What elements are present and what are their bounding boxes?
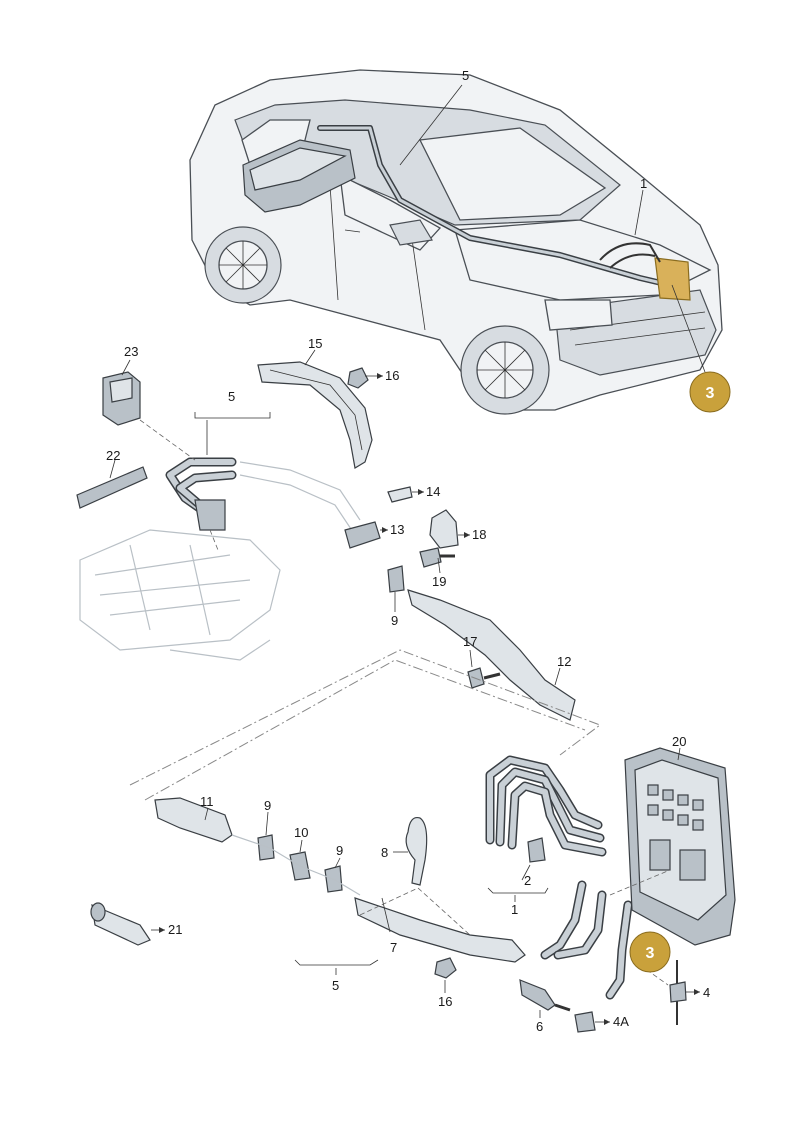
callout-3-upper[interactable]: 3: [689, 371, 731, 413]
part-6-bolt-bracket: [519, 979, 571, 1012]
label-part-16-top: 16: [385, 368, 399, 383]
label-part-19: 19: [432, 574, 446, 589]
callout-3-lower-text: 3: [646, 945, 655, 962]
assembly-envelope: [129, 649, 602, 786]
label-part-8: 8: [381, 845, 388, 860]
label-part-21: 21: [168, 922, 182, 937]
hose-assembly-1: [485, 755, 607, 857]
callout-3-upper-text: 3: [706, 385, 715, 402]
floor-section-ghost: [79, 529, 281, 661]
label-part-5-mid: 5: [228, 389, 235, 404]
label-part-23: 23: [124, 344, 138, 359]
part-16-nut-upper: [347, 367, 369, 389]
label-part-6: 6: [536, 1019, 543, 1034]
part-8-strap: [405, 816, 428, 886]
label-part-5-top: 5: [462, 68, 469, 83]
label-part-9-left: 9: [264, 798, 271, 813]
part-labels: 5 1 23 15 16 5 22 14 13 18 19 9 17 12 20…: [106, 68, 710, 1034]
part-20-control-unit: [624, 747, 736, 946]
label-part-1-bottom: 1: [511, 902, 518, 917]
label-part-14: 14: [426, 484, 440, 499]
label-part-4: 4: [703, 985, 710, 1000]
part-7-hose-guard: [354, 897, 526, 963]
label-part-18: 18: [472, 527, 486, 542]
label-part-7: 7: [390, 940, 397, 955]
part-2-clamp: [527, 837, 546, 863]
label-part-13: 13: [390, 522, 404, 537]
label-part-2: 2: [524, 873, 531, 888]
label-part-5-bottom: 5: [332, 978, 339, 993]
hose-assembly-5-upper: [165, 457, 361, 536]
callout-3-lower[interactable]: 3: [629, 931, 671, 973]
connector-grid: [647, 784, 706, 881]
part-22-strip: [76, 466, 148, 509]
label-part-16-bottom: 16: [438, 994, 452, 1009]
label-part-4a: 4A: [613, 1014, 629, 1029]
part-23-bracket: [102, 371, 141, 426]
part-9-clip-left: [257, 834, 275, 861]
hose-assembly-3-lower: [540, 880, 633, 1000]
part-12-hose: [407, 589, 576, 721]
arrowheads: [159, 373, 700, 1025]
label-part-10: 10: [294, 825, 308, 840]
part-21-sleeve: [90, 902, 151, 946]
part-14-clip: [387, 486, 413, 503]
label-part-15: 15: [308, 336, 322, 351]
part-19-bolt: [419, 547, 455, 568]
label-part-1-top: 1: [640, 176, 647, 191]
label-part-11: 11: [200, 794, 214, 809]
highlighted-component: [654, 257, 691, 301]
label-part-20: 20: [672, 734, 686, 749]
label-part-17: 17: [463, 634, 477, 649]
label-part-12: 12: [557, 654, 571, 669]
part-18-bracket: [429, 509, 459, 549]
part-17-fastener: [467, 667, 501, 689]
part-9-clip-middle: [387, 565, 405, 593]
label-part-9-right: 9: [336, 843, 343, 858]
label-part-22: 22: [106, 448, 120, 463]
part-15-bracket: [257, 361, 373, 469]
part-13-clip: [344, 521, 381, 549]
part-11-bracket: [154, 797, 233, 843]
part-4-sensor: [669, 960, 687, 1025]
label-part-9-middle: 9: [391, 613, 398, 628]
part-4a-bracket: [574, 1011, 596, 1033]
leader-lines: [109, 84, 706, 1023]
vehicle-illustration: [189, 69, 723, 415]
part-16-nut-lower: [434, 957, 457, 979]
